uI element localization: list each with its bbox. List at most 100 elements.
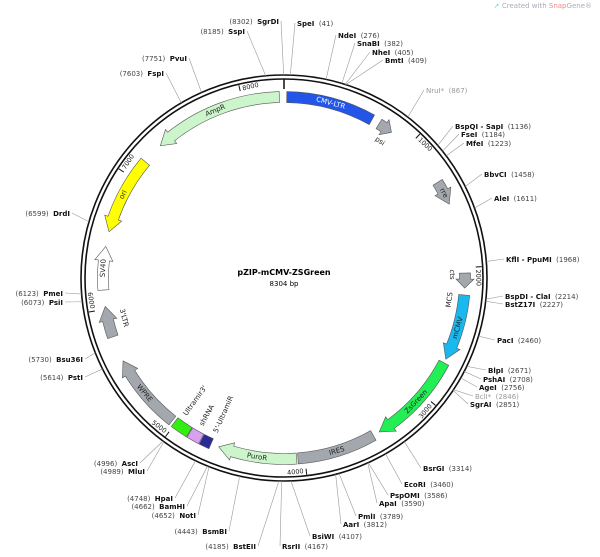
feature-ori[interactable] (104, 157, 150, 233)
site-snabi[interactable]: SnaBI (382) (341, 40, 403, 84)
site-bsmbi[interactable]: (4443) BsmBI (175, 476, 240, 536)
site-label[interactable]: PspOMI (3586) (390, 492, 448, 500)
site-pmei[interactable]: (6123) PmeI (15, 290, 82, 298)
site-pshai[interactable]: PshAI (2708) (464, 371, 533, 384)
site-pspomi[interactable]: PspOMI (3586) (368, 462, 448, 500)
site-bspqi-sapi[interactable]: BspQI - SapI (1136) (437, 123, 531, 146)
site-label[interactable]: ApaI (3590) (379, 500, 425, 508)
site-label[interactable]: BsrGI (3314) (423, 465, 472, 473)
site-label[interactable]: FseI (1184) (461, 131, 505, 139)
site-label[interactable]: BspDI - ClaI (2214) (505, 293, 579, 301)
site-bsteii[interactable]: (4185) BstEII (205, 480, 280, 551)
site-label[interactable]: PshAI (2708) (483, 376, 533, 384)
site-bbvci[interactable]: BbvCI (1458) (465, 171, 535, 187)
site-blpi[interactable]: BlpI (2671) (466, 366, 532, 375)
feature-cmv-ltr[interactable] (286, 91, 375, 125)
site-bstz17i[interactable]: BstZ17I (2227) (485, 300, 564, 309)
site-asci[interactable]: (4996) AscI (94, 440, 164, 468)
site-label[interactable]: (6123) PmeI (15, 290, 63, 298)
site-pvui[interactable]: (7751) PvuI (142, 55, 202, 93)
site-psii[interactable]: (6073) PsiI (21, 299, 83, 307)
feature-cts[interactable] (455, 272, 475, 289)
feature-zsgreen[interactable] (378, 359, 450, 433)
site-label[interactable]: SnaBI (382) (357, 40, 403, 48)
site-label[interactable]: AleI (1611) (494, 195, 537, 203)
site-bcli-[interactable]: BclI* (2846) (453, 389, 520, 401)
site-sspi[interactable]: (8185) SspI (200, 28, 267, 76)
site-label[interactable]: (4443) BsmBI (175, 528, 227, 536)
site-label[interactable]: (4748) HpaI (127, 495, 173, 503)
site-label[interactable]: RsrII (4167) (282, 543, 328, 551)
site-label[interactable]: (7603) FspI (120, 70, 164, 78)
site-label[interactable]: EcoRI (3460) (404, 481, 454, 489)
feature-puror[interactable] (218, 442, 298, 465)
site-bmti[interactable]: BmtI (409) (345, 57, 427, 85)
site-rsrii[interactable]: RsrII (4167) (279, 480, 328, 551)
site-bsrgi[interactable]: BsrGI (3314) (404, 441, 472, 473)
site-label[interactable]: (4185) BstEII (205, 543, 256, 551)
site-kfli-ppumi[interactable]: KflI - PpuMI (1968) (486, 256, 580, 264)
site-sgrai[interactable]: SgrAI (2851) (452, 390, 520, 409)
site-ndei[interactable]: NdeI (276) (325, 32, 380, 80)
site-label[interactable]: PacI (2460) (497, 337, 541, 345)
site-label[interactable]: (6599) DrdI (25, 210, 70, 218)
site-label[interactable]: PmlI (3789) (358, 513, 403, 521)
feature-mcmv[interactable] (442, 294, 471, 360)
site-bsiwi[interactable]: BsiWI (4107) (290, 480, 362, 541)
site-label[interactable]: (4652) NotI (152, 512, 196, 520)
site-bsu36i[interactable]: (5730) Bsu36I (28, 352, 96, 364)
feature-5-ultramir[interactable] (198, 433, 214, 450)
site-label[interactable]: (8302) SgrDI (229, 18, 279, 26)
feature-rre[interactable] (432, 179, 452, 205)
site-label[interactable]: AarI (3812) (343, 521, 387, 529)
site-drdi[interactable]: (6599) DrdI (25, 210, 90, 223)
site-hpai[interactable]: (4748) HpaI (127, 460, 196, 503)
site-label[interactable]: NdeI (276) (338, 32, 380, 40)
site-noti[interactable]: (4652) NotI (152, 466, 210, 520)
site-label[interactable]: MfeI (1223) (466, 140, 511, 148)
site-label[interactable]: (4989) MluI (100, 468, 145, 476)
feature-ampr[interactable] (159, 91, 280, 147)
site-label[interactable]: SgrAI (2851) (470, 401, 520, 409)
site-label[interactable]: (6073) PsiI (21, 299, 63, 307)
feature-sv40[interactable] (94, 245, 114, 291)
site-label[interactable]: KflI - PpuMI (1968) (506, 256, 580, 264)
feature-ultramir3[interactable] (170, 417, 193, 438)
site-label[interactable]: (4996) AscI (94, 460, 138, 468)
site-label[interactable]: SpeI (41) (297, 20, 333, 28)
feature-ires[interactable] (297, 430, 377, 465)
site-alei[interactable]: AleI (1611) (474, 195, 538, 209)
site-mlui[interactable]: (4989) MluI (100, 441, 165, 476)
site-label[interactable]: (8185) SspI (200, 28, 245, 36)
site-label[interactable]: (5730) Bsu36I (28, 356, 83, 364)
site-mfei[interactable]: MfeI (1223) (445, 140, 511, 157)
site-label[interactable]: BstZ17I (2227) (505, 301, 563, 309)
site-label[interactable]: BclI* (2846) (475, 393, 519, 401)
site-apai[interactable]: ApaI (3590) (367, 462, 425, 508)
site-label[interactable]: BlpI (2671) (488, 367, 531, 375)
site-label[interactable]: BmtI (409) (385, 57, 427, 65)
feature-shrna[interactable] (186, 427, 205, 445)
site-label[interactable]: BbvCI (1458) (484, 171, 535, 179)
site-ecori[interactable]: EcoRI (3460) (385, 453, 454, 489)
feature-3-ltr[interactable] (98, 305, 119, 340)
site-label[interactable]: NruI* (867) (426, 87, 468, 95)
feature-psi[interactable] (375, 118, 392, 136)
site-psti[interactable]: (5614) PstI (40, 368, 103, 382)
site-label[interactable]: (7751) PvuI (142, 55, 187, 63)
site-spei[interactable]: SpeI (41) (289, 20, 333, 76)
site-label[interactable]: BsiWI (4107) (312, 533, 362, 541)
site-label[interactable]: (4662) BamHI (131, 503, 185, 511)
feature-wpre[interactable] (122, 360, 177, 426)
site-fspi[interactable]: (7603) FspI (120, 70, 182, 104)
site-paci[interactable]: PacI (2460) (478, 335, 541, 345)
site-sgrdi[interactable]: (8302) SgrDI (229, 18, 284, 76)
site-nhei[interactable]: NheI (405) (345, 49, 414, 85)
site-fsei[interactable]: FseI (1184) (442, 131, 505, 152)
site-bspdi-clai[interactable]: BspDI - ClaI (2214) (485, 293, 579, 301)
site-nrui-[interactable]: NruI* (867) (407, 87, 468, 118)
site-label[interactable]: AgeI (2756) (479, 384, 525, 392)
site-pmli[interactable]: PmlI (3789) (338, 473, 403, 521)
site-label[interactable]: NheI (405) (372, 49, 414, 57)
site-bamhi[interactable]: (4662) BamHI (131, 465, 208, 511)
